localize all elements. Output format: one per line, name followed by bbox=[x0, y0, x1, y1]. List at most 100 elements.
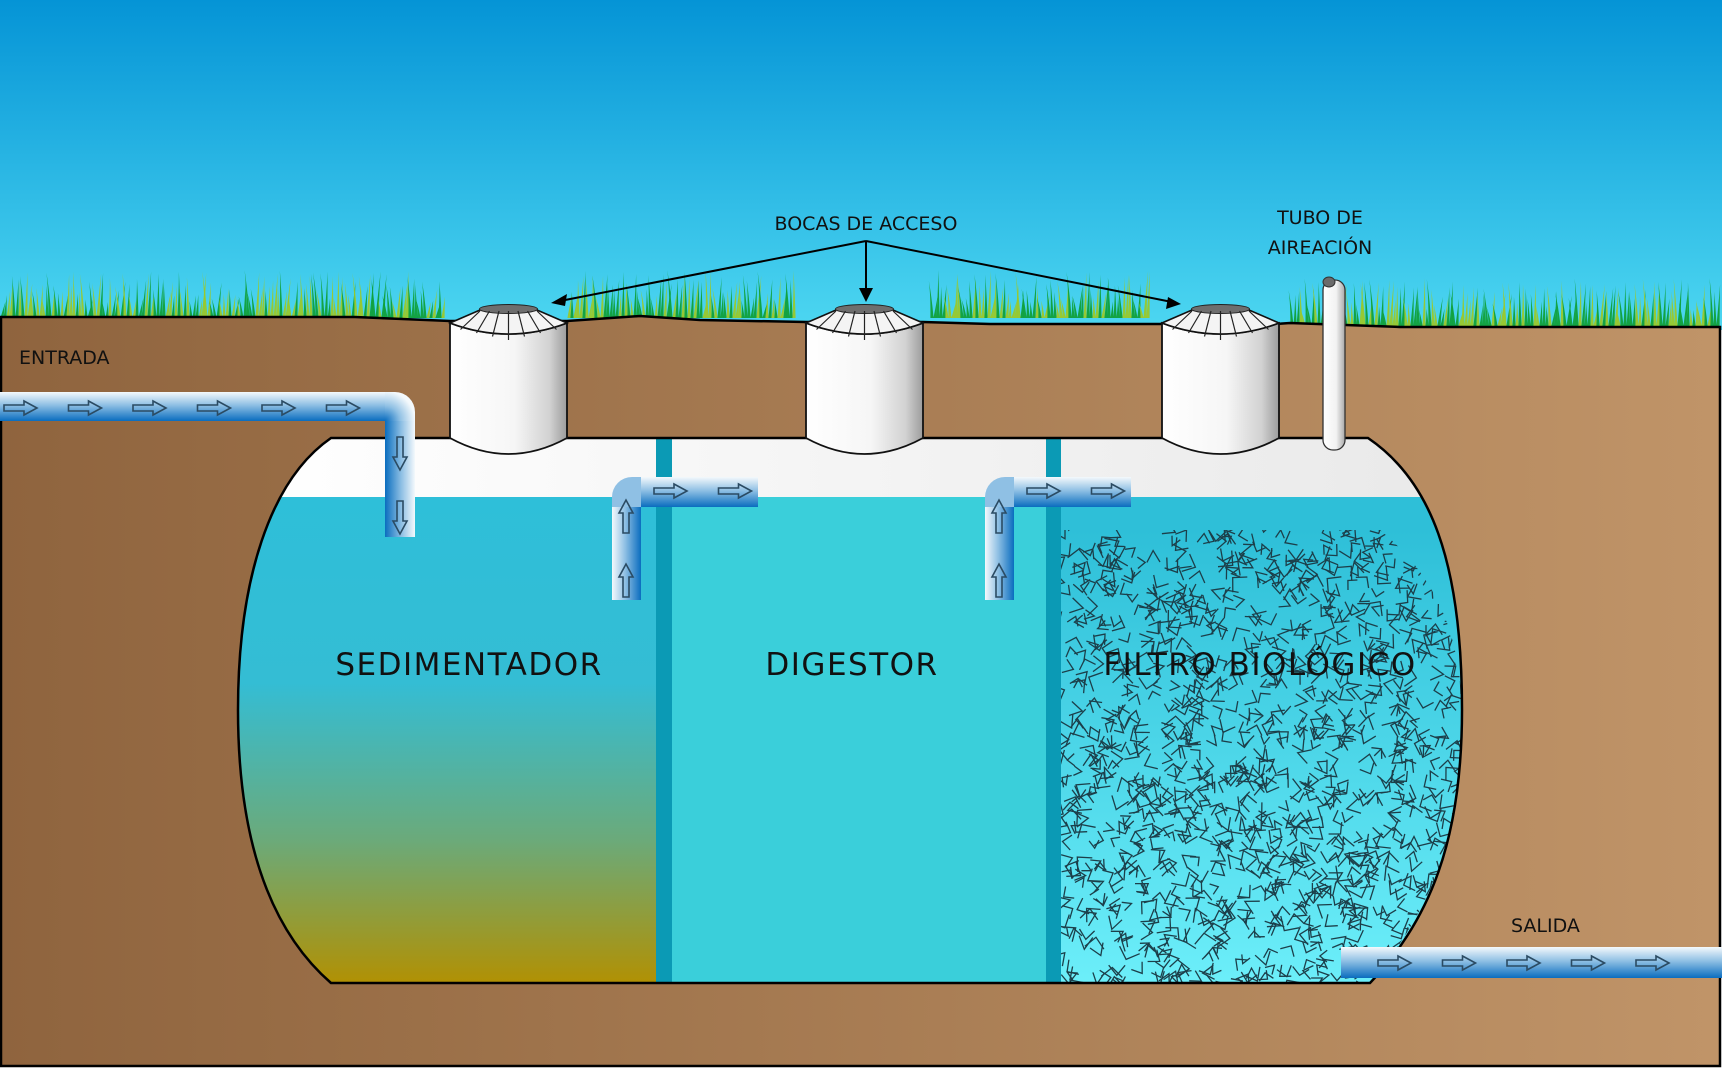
grass-blade bbox=[1449, 281, 1453, 326]
flow-arrows bbox=[3, 399, 1671, 972]
media-chip bbox=[1140, 922, 1154, 941]
media-chip bbox=[1110, 930, 1125, 943]
media-chip bbox=[1369, 536, 1382, 549]
grass-blade bbox=[774, 299, 778, 318]
media-chip bbox=[1403, 685, 1413, 699]
media-chip bbox=[1417, 646, 1428, 659]
media-chip bbox=[1074, 811, 1090, 828]
media-chip bbox=[1355, 576, 1370, 589]
media-chip bbox=[1140, 640, 1155, 655]
media-chip bbox=[1359, 762, 1375, 775]
media-chip bbox=[1120, 935, 1134, 952]
media-chip bbox=[1094, 775, 1111, 789]
media-chip bbox=[1390, 703, 1410, 716]
media-chip bbox=[1375, 832, 1391, 849]
media-chip bbox=[1186, 684, 1202, 697]
media-chip bbox=[1395, 691, 1410, 707]
media-chip bbox=[1273, 819, 1283, 830]
media-chip bbox=[1169, 604, 1183, 615]
grass-blade bbox=[201, 272, 207, 318]
media-chip bbox=[1108, 546, 1126, 560]
media-chip bbox=[1332, 793, 1347, 808]
media-chip bbox=[1344, 601, 1366, 616]
grass-blade bbox=[1673, 279, 1678, 326]
media-chip bbox=[1201, 964, 1215, 980]
transfer-pipe-2-elbow bbox=[985, 477, 1014, 507]
grass-blade bbox=[1473, 287, 1478, 326]
media-chip bbox=[1224, 840, 1235, 853]
media-chip bbox=[1143, 898, 1158, 913]
media-chip bbox=[1275, 660, 1291, 670]
media-chip bbox=[1179, 727, 1192, 742]
grass-blade bbox=[1539, 301, 1543, 326]
media-chip bbox=[1079, 579, 1091, 596]
media-chip bbox=[1326, 583, 1341, 597]
grass-blade bbox=[717, 277, 722, 318]
grass-blade bbox=[681, 276, 685, 318]
media-chip bbox=[1073, 765, 1083, 776]
media-chip bbox=[1206, 655, 1220, 668]
media-chip bbox=[1145, 803, 1160, 815]
media-chip bbox=[1234, 809, 1247, 822]
grass-blade bbox=[1581, 283, 1587, 326]
media-chip bbox=[1329, 652, 1345, 667]
media-chip bbox=[1147, 911, 1160, 925]
media-chip bbox=[1233, 594, 1246, 609]
media-chip bbox=[1155, 959, 1171, 969]
grass-blade bbox=[621, 271, 625, 318]
grass-blade bbox=[1656, 284, 1660, 326]
media-chip bbox=[1201, 973, 1215, 983]
media-chip bbox=[1304, 551, 1319, 566]
media-chip bbox=[1111, 741, 1127, 753]
media-chip bbox=[1402, 784, 1417, 806]
inlet-pipe bbox=[0, 392, 385, 421]
media-chip bbox=[1140, 876, 1152, 891]
media-chip bbox=[1100, 569, 1114, 581]
media-chip bbox=[1331, 665, 1345, 683]
grass-blade bbox=[1317, 282, 1321, 326]
grass-blade bbox=[609, 284, 614, 318]
media-chip bbox=[1159, 937, 1171, 947]
grass-blade bbox=[310, 273, 316, 318]
arrow-up-icon bbox=[990, 498, 1008, 534]
grass-blade bbox=[171, 295, 175, 318]
media-chip bbox=[1382, 677, 1397, 695]
media-chip bbox=[1286, 912, 1304, 926]
grass-blade bbox=[1671, 290, 1675, 326]
grass-blade bbox=[122, 273, 127, 318]
grass-blade bbox=[1677, 279, 1682, 326]
grass-blade bbox=[750, 297, 755, 318]
grass-blade bbox=[1524, 288, 1528, 326]
grass-blade bbox=[1410, 287, 1414, 326]
media-chip bbox=[1119, 945, 1140, 961]
media-chip bbox=[1189, 970, 1203, 982]
media-chip bbox=[1110, 750, 1124, 769]
grass-blade bbox=[1377, 306, 1381, 326]
grass-blade bbox=[1132, 299, 1138, 318]
grass-blade bbox=[177, 271, 181, 318]
media-chip bbox=[1061, 834, 1073, 851]
media-chip bbox=[1313, 883, 1327, 899]
grass-blade bbox=[316, 289, 322, 318]
grass-blade bbox=[399, 285, 403, 318]
media-chip bbox=[1316, 903, 1332, 919]
grass-blade bbox=[606, 284, 610, 318]
media-chip bbox=[1210, 847, 1227, 862]
media-chip bbox=[1164, 798, 1180, 815]
grass-blade bbox=[381, 274, 387, 318]
grass-blade bbox=[592, 275, 598, 318]
label-tubo-line1: TUBO DE bbox=[1276, 207, 1363, 229]
grass-blade bbox=[27, 283, 33, 318]
media-chip bbox=[1299, 569, 1316, 581]
media-chip bbox=[1135, 741, 1149, 757]
media-chip bbox=[1064, 859, 1080, 879]
grass-blade bbox=[987, 270, 991, 318]
media-chip bbox=[1364, 701, 1377, 715]
grass-blade bbox=[152, 289, 157, 318]
grass-blade bbox=[1443, 298, 1449, 326]
media-chip bbox=[1343, 850, 1359, 865]
media-chip bbox=[1204, 602, 1217, 615]
media-chip bbox=[1238, 841, 1250, 852]
grass-blade bbox=[1668, 301, 1672, 326]
